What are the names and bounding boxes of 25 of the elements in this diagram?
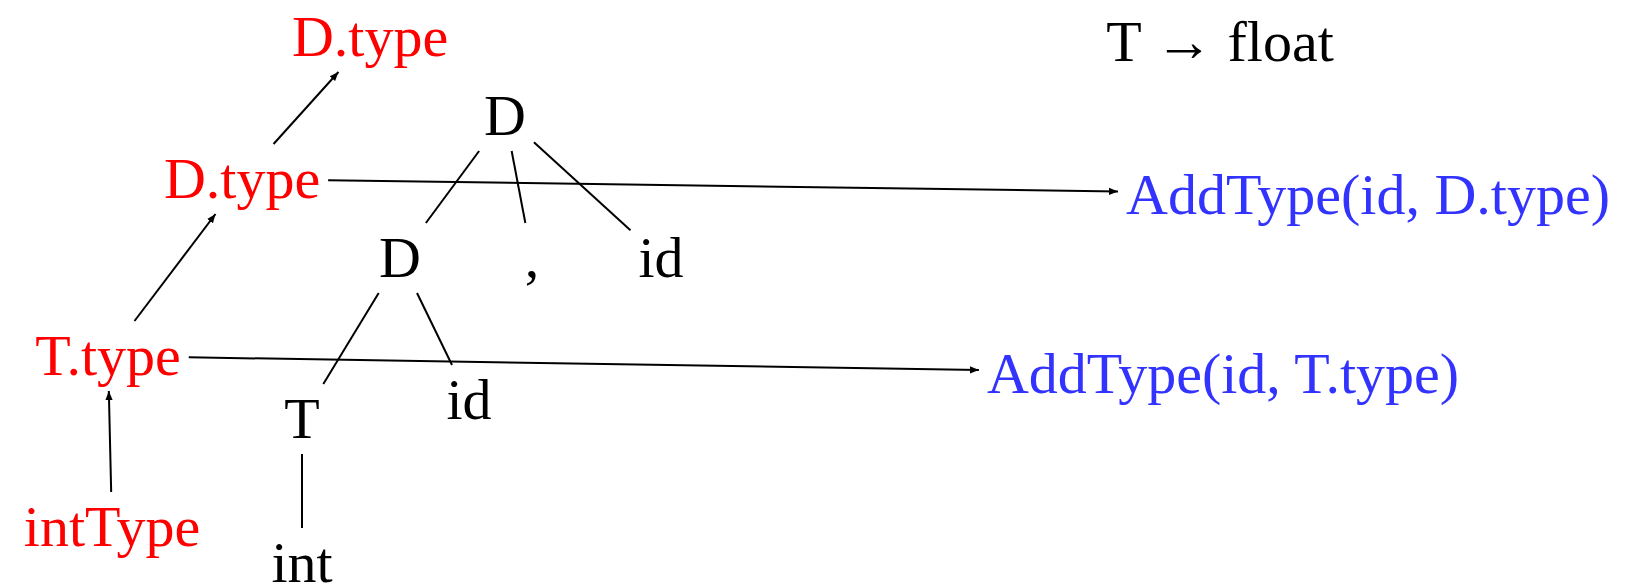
- grammar-symbol: ,: [524, 229, 540, 287]
- arrow: [105, 390, 113, 493]
- semantic-action: AddType(id, D.type): [1126, 166, 1610, 224]
- grammar-symbol: id: [446, 371, 492, 429]
- production-rule: T → float: [1106, 13, 1334, 71]
- grammar-symbol: int: [271, 534, 333, 584]
- grammar-symbol: id: [638, 229, 684, 287]
- tree-branch: [301, 453, 303, 529]
- attribute-label: intType: [23, 498, 201, 556]
- grammar-symbol: D: [484, 87, 526, 145]
- attribute-label: T.type: [35, 327, 181, 385]
- tree-branch: [416, 292, 453, 366]
- tree-branch: [532, 141, 632, 232]
- attribute-label: D.type: [163, 150, 321, 208]
- arrow: [272, 71, 340, 145]
- tree-branch: [424, 150, 481, 224]
- tree-branch: [510, 150, 527, 224]
- semantic-action: AddType(id, T.type): [986, 345, 1460, 403]
- arrow: [327, 179, 1119, 195]
- arrow: [187, 356, 980, 374]
- arrow: [133, 213, 217, 322]
- tree-branch: [322, 292, 380, 385]
- grammar-symbol: T: [284, 390, 320, 448]
- grammar-symbol: D: [379, 229, 421, 287]
- attribute-label: D.type: [291, 8, 449, 66]
